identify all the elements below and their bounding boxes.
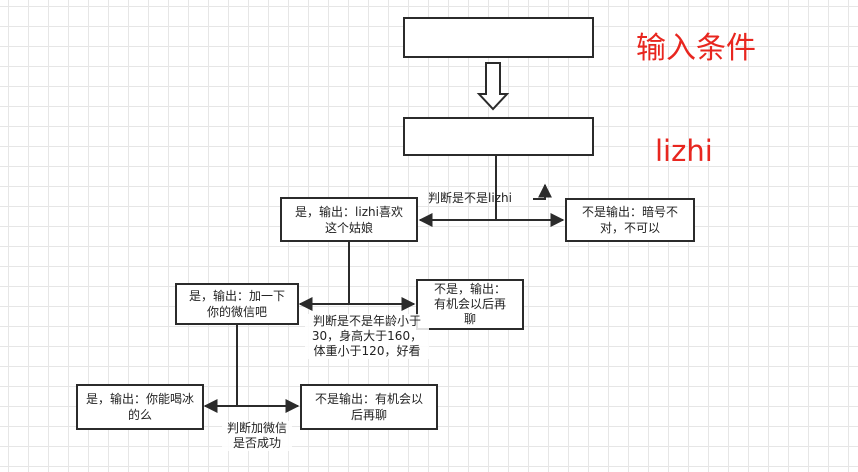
edge-label-is-lizhi: 判断是不是lizhi: [428, 191, 512, 205]
input-condition-box: [403, 17, 594, 58]
stray-small-arrow: [533, 183, 552, 200]
name-box: [403, 117, 594, 156]
node-no-chat-later: 不是，输出： 有机会以后再 聊: [416, 279, 524, 330]
edge-label-wechat-success: 判断加微信 是否成功: [222, 421, 292, 451]
node-no-chat-later-2: 不是输出：有机会以 后再聊: [300, 384, 438, 430]
input-condition-label: 输入条件: [636, 31, 756, 66]
node-yes-like-girl: 是，输出：lizhi喜欢 这个姑娘: [280, 197, 418, 242]
node-yes-drink-ice: 是，输出：你能喝冰 的么: [76, 384, 204, 430]
name-label: lizhi: [655, 134, 713, 168]
down-block-arrow: [476, 62, 510, 111]
node-yes-add-wechat: 是，输出：加一下 你的微信吧: [175, 283, 299, 325]
edge-label-age-height-weight: 判断是不是年龄小于 30，身高大于160， 体重小于120，好看: [305, 314, 429, 359]
node-no-code-wrong: 不是输出：暗号不 对，不可以: [565, 198, 695, 242]
